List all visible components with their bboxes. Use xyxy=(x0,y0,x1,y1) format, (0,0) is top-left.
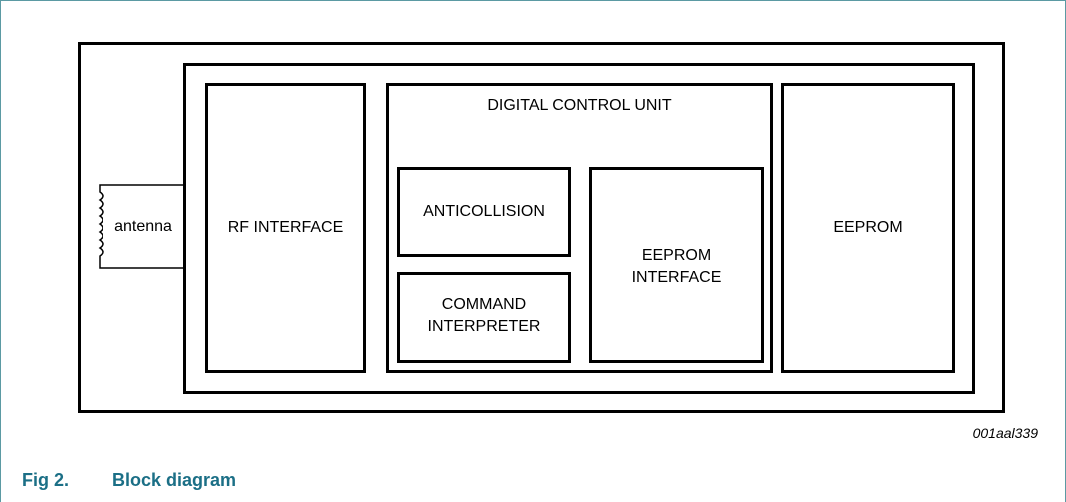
digital-control-unit-block xyxy=(386,83,773,373)
outer-boundary-box xyxy=(78,42,1005,413)
figure-number: Fig 2. xyxy=(22,470,70,490)
eeprom-interface-block xyxy=(589,167,764,363)
antenna-label: antenna xyxy=(103,216,183,238)
command-interpreter-label: COMMAND INTERPRETER xyxy=(427,296,541,335)
rf-interface-label: RF INTERFACE xyxy=(227,219,344,236)
anticollision-label: ANTICOLLISION xyxy=(423,203,545,220)
figure-code: 001aal339 xyxy=(972,425,1038,441)
eeprom-label: EEPROM xyxy=(833,219,903,236)
ic-box xyxy=(183,63,975,394)
eeprom-interface-label: EEPROM INTERFACE xyxy=(631,247,722,286)
rf-interface-block xyxy=(205,83,366,373)
anticollision-block xyxy=(397,167,571,257)
eeprom-block xyxy=(781,83,955,373)
digital-control-unit-label: DIGITAL CONTROL UNIT xyxy=(487,97,672,114)
command-interpreter-block xyxy=(397,272,571,363)
figure-title: Block diagram xyxy=(112,470,237,490)
figure-caption: Fig 2. Block diagram xyxy=(22,470,236,491)
